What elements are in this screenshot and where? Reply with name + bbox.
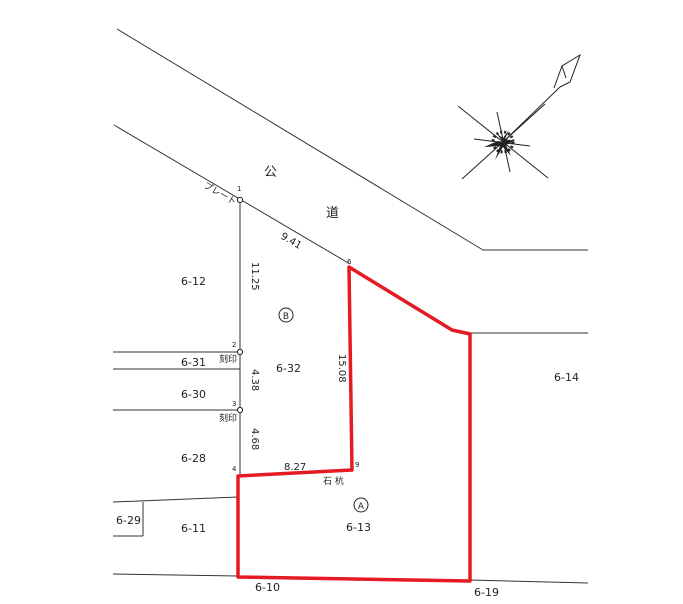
parcel-6-31: 6-31 bbox=[181, 356, 206, 369]
circled-label-a-text: A bbox=[358, 502, 365, 512]
parcel-line bbox=[112, 496, 239, 503]
seal-marker-label-2: 刻印 bbox=[219, 353, 237, 365]
parcel-6-19: 6-19 bbox=[474, 586, 499, 599]
parcel-6-11: 6-11 bbox=[181, 522, 206, 535]
parcel-line bbox=[112, 573, 239, 577]
survey-point-2 bbox=[236, 348, 244, 356]
point-number-4: 4 bbox=[232, 465, 237, 473]
survey-point-3 bbox=[236, 406, 244, 414]
parcel-6-32: 6-32 bbox=[276, 362, 301, 375]
circled-label-b-text: B bbox=[283, 312, 289, 322]
parcel-6-10: 6-10 bbox=[255, 581, 280, 594]
plate-marker-label: プレート bbox=[202, 180, 239, 208]
parcel-6-29: 6-29 bbox=[116, 514, 141, 527]
parcel-6-28: 6-28 bbox=[181, 452, 206, 465]
point-number-9: 9 bbox=[355, 461, 359, 469]
point-number-1: 1 bbox=[237, 185, 241, 193]
survey-point-1 bbox=[236, 196, 244, 204]
parcel-6-14: 6-14 bbox=[554, 371, 579, 384]
point-number-3: 3 bbox=[232, 400, 236, 408]
road-edge-south bbox=[113, 124, 351, 265]
road-label-2: 道 bbox=[326, 206, 339, 221]
circled-label-b: B bbox=[278, 307, 294, 323]
parcel-line bbox=[469, 579, 589, 584]
north-arrow-icon bbox=[457, 53, 581, 180]
road-edge-north bbox=[116, 28, 484, 251]
point-number-6: 6 bbox=[347, 258, 352, 266]
dimension-4-68: 4.68 bbox=[249, 428, 260, 450]
seal-marker-label-3: 刻印 bbox=[219, 412, 237, 424]
road-label-1: 公 bbox=[264, 165, 277, 180]
point-number-2: 2 bbox=[232, 341, 236, 349]
dimension-11-25: 11.25 bbox=[249, 262, 260, 291]
dimension-15-08: 15.08 bbox=[336, 354, 347, 383]
circled-label-a: A bbox=[353, 497, 369, 513]
dimension-4-38: 4.38 bbox=[249, 369, 260, 391]
stone-stake-label: 石 杭 bbox=[323, 475, 344, 487]
dimension-8-27: 8.27 bbox=[284, 462, 306, 473]
subject-parcel-boundary bbox=[236, 265, 472, 583]
parcel-6-12: 6-12 bbox=[181, 275, 206, 288]
parcel-6-13: 6-13 bbox=[346, 521, 371, 534]
parcel-6-30: 6-30 bbox=[181, 388, 206, 401]
